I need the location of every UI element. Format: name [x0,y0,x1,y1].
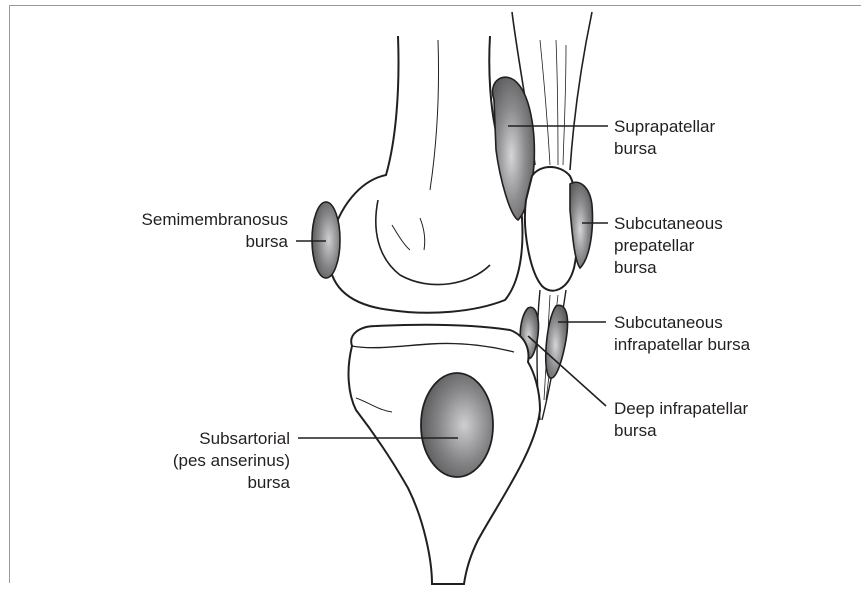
label-prepatellar: Subcutaneous prepatellar bursa [614,213,723,279]
label-deep-infrapatellar: Deep infrapatellar bursa [614,398,748,442]
label-line: bursa [614,420,748,442]
label-line: bursa [614,138,715,160]
label-line: bursa [142,231,288,253]
label-line: Subcutaneous [614,213,723,235]
label-line: infrapatellar bursa [614,334,750,356]
label-line: (pes anserinus) [173,450,290,472]
femur [329,36,522,313]
label-line: prepatellar [614,235,723,257]
label-line: Semimembranosus [142,209,288,231]
label-line: Subsartorial [173,428,290,450]
label-semimembranosus: Semimembranosus bursa [142,209,288,253]
subsartorial-bursa [421,373,493,477]
label-subcutaneous-infrapatellar: Subcutaneous infrapatellar bursa [614,312,750,356]
label-line: bursa [173,472,290,494]
label-subsartorial: Subsartorial (pes anserinus) bursa [173,428,290,494]
semimembranosus-bursa [312,202,340,278]
label-line: bursa [614,257,723,279]
label-line: Deep infrapatellar [614,398,748,420]
label-line: Subcutaneous [614,312,750,334]
label-line: Suprapatellar [614,116,715,138]
label-suprapatellar: Suprapatellar bursa [614,116,715,160]
